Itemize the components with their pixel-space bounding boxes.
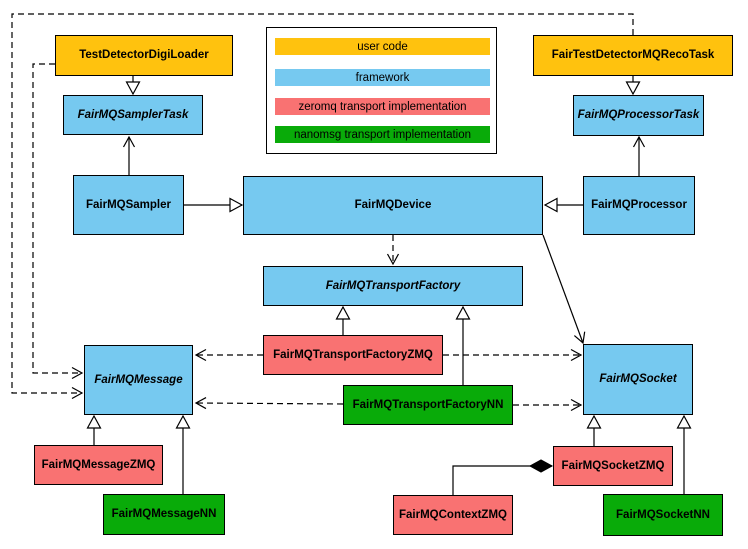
node-fairmq-message-nn: FairMQMessageNN	[103, 494, 225, 535]
legend-item-user-code: user code	[275, 38, 490, 55]
legend: user code framework zeromq transport imp…	[266, 27, 497, 154]
node-fairmq-message: FairMQMessage	[84, 345, 193, 415]
node-fairmq-socket-nn: FairMQSocketNN	[603, 494, 723, 536]
node-test-detector-digi-loader: TestDetectorDigiLoader	[55, 35, 233, 76]
legend-item-framework: framework	[275, 69, 490, 86]
node-fairmq-transport-factory: FairMQTransportFactory	[263, 266, 523, 306]
node-fairmq-transport-factory-zmq: FairMQTransportFactoryZMQ	[263, 335, 443, 375]
node-fairmq-processor: FairMQProcessor	[583, 176, 695, 235]
node-fairmq-context-zmq: FairMQContextZMQ	[393, 495, 513, 535]
node-fairmq-socket-zmq: FairMQSocketZMQ	[553, 446, 673, 486]
node-fair-test-detector-mq-reco-task: FairTestDetectorMQRecoTask	[533, 35, 733, 76]
node-fairmq-sampler: FairMQSampler	[73, 175, 184, 235]
node-fairmq-processor-task: FairMQProcessorTask	[573, 95, 704, 136]
node-fairmq-socket: FairMQSocket	[583, 344, 693, 415]
legend-item-zeromq: zeromq transport implementation	[275, 98, 490, 115]
legend-item-nanomsg: nanomsg transport implementation	[275, 126, 490, 143]
node-fairmq-device: FairMQDevice	[243, 176, 543, 235]
node-fairmq-message-zmq: FairMQMessageZMQ	[34, 445, 163, 485]
node-fairmq-sampler-task: FairMQSamplerTask	[63, 95, 203, 135]
node-fairmq-transport-factory-nn: FairMQTransportFactoryNN	[343, 385, 513, 425]
